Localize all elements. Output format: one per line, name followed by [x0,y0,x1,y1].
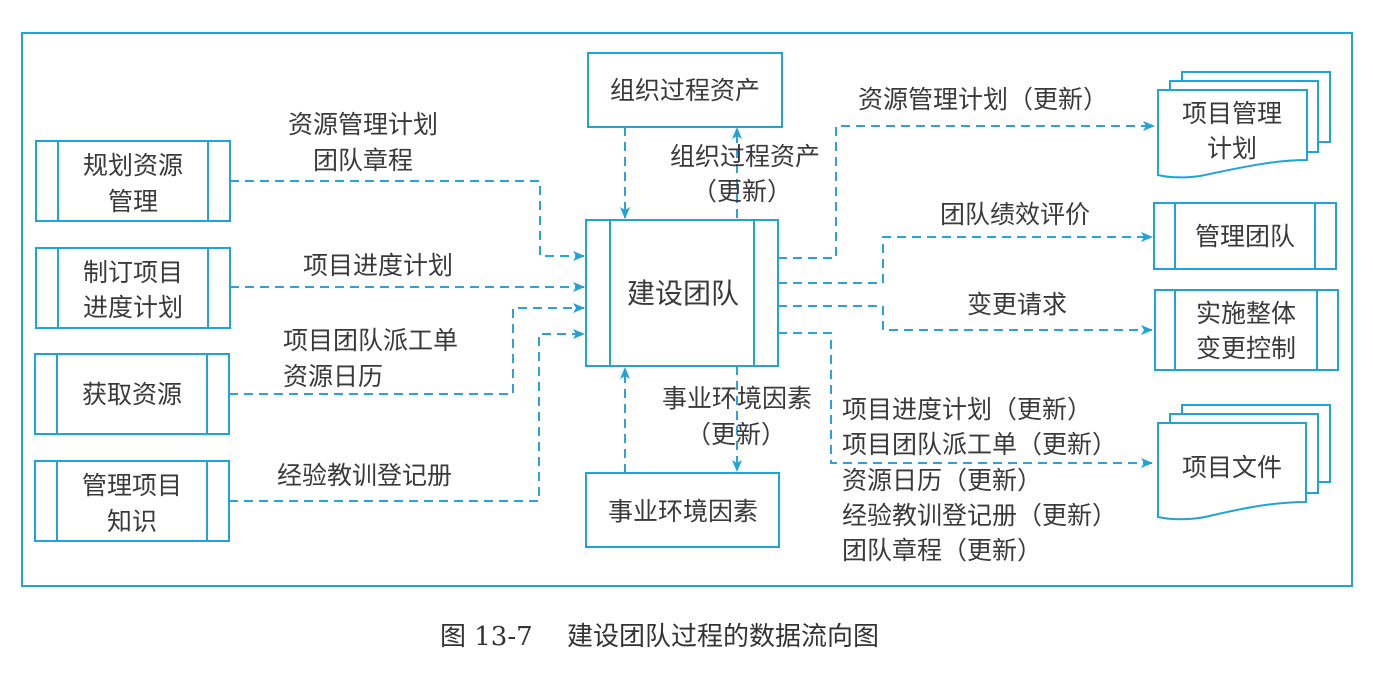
input-process-develop-schedule[interactable]: 制订项目 进度计划 [35,247,231,329]
figure-caption: 图 13-7 建设团队过程的数据流向图 [440,622,879,652]
flow-label: 项目团队派工单（更新） [842,430,1117,459]
input-process-label: 管理 [108,187,158,216]
input-process-label: 获取资源 [82,380,182,409]
org-process-assets-label: 组织过程资产 [610,76,760,105]
flow-line [778,232,1153,284]
input-process-label: 制订项目 [83,258,183,287]
flow-label: 资源管理计划 [288,110,438,139]
output-target-label: 变更控制 [1196,334,1296,363]
output-target-label: 计划 [1207,134,1257,163]
flow-label: 变更请求 [967,290,1067,319]
enterprise-factors-label: 事业环境因素 [608,497,758,526]
input-process-label: 知识 [107,507,157,536]
flow-label: 团队绩效评价 [940,200,1090,229]
flow-label: （更新） [692,177,792,206]
flow-label: 组织过程资产 [670,142,820,171]
input-process-manage-knowledge[interactable]: 管理项目 知识 [34,460,230,542]
flow-label: （更新） [686,420,786,449]
flow-line [778,305,1153,335]
output-target-label: 项目文件 [1182,453,1282,482]
input-process-label: 管理项目 [82,471,182,500]
org-process-assets-box[interactable]: 组织过程资产 [587,52,783,128]
enterprise-factors-box[interactable]: 事业环境因素 [585,472,780,548]
flow-line [229,303,585,395]
flow-label: 资源管理计划（更新） [858,85,1108,114]
input-process-acquire-resources[interactable]: 获取资源 [34,353,230,435]
flow-label: 团队章程（更新） [842,536,1042,565]
flow-label: 项目进度计划 [303,251,453,280]
output-doc-project-management-plan[interactable]: 项目管理 计划 [1157,71,1331,179]
flow-label: 项目团队派工单 [283,326,458,355]
center-process-develop-team[interactable]: 建设团队 [585,219,779,367]
input-process-label: 进度计划 [83,293,183,322]
flow-line [229,329,585,502]
output-process-integrated-change-control[interactable]: 实施整体 变更控制 [1154,289,1339,371]
input-process-label: 规划资源 [83,151,183,180]
flow-label: 资源日历 [283,362,383,391]
flow-label: 项目进度计划（更新） [842,395,1092,424]
output-process-manage-team[interactable]: 管理团队 [1153,202,1337,270]
output-target-label: 管理团队 [1195,222,1295,251]
flow-line [230,180,585,261]
flow-label: 经验教训登记册 [277,461,452,490]
caption-number: 图 13-7 [440,622,533,652]
input-process-plan-resource[interactable]: 规划资源 管理 [35,140,231,222]
center-process-label: 建设团队 [627,277,739,310]
flow-label: 资源日历（更新） [842,466,1042,495]
flow-label: 团队章程 [313,146,413,175]
caption-title: 建设团队过程的数据流向图 [567,622,879,652]
flow-label: 事业环境因素 [662,384,812,413]
output-target-label: 项目管理 [1182,99,1282,128]
flow-line [778,121,1155,259]
output-target-label: 实施整体 [1196,299,1296,328]
diagram-frame [21,32,1353,587]
output-doc-project-documents[interactable]: 项目文件 [1157,404,1331,521]
flow-label: 经验教训登记册（更新） [842,501,1117,530]
